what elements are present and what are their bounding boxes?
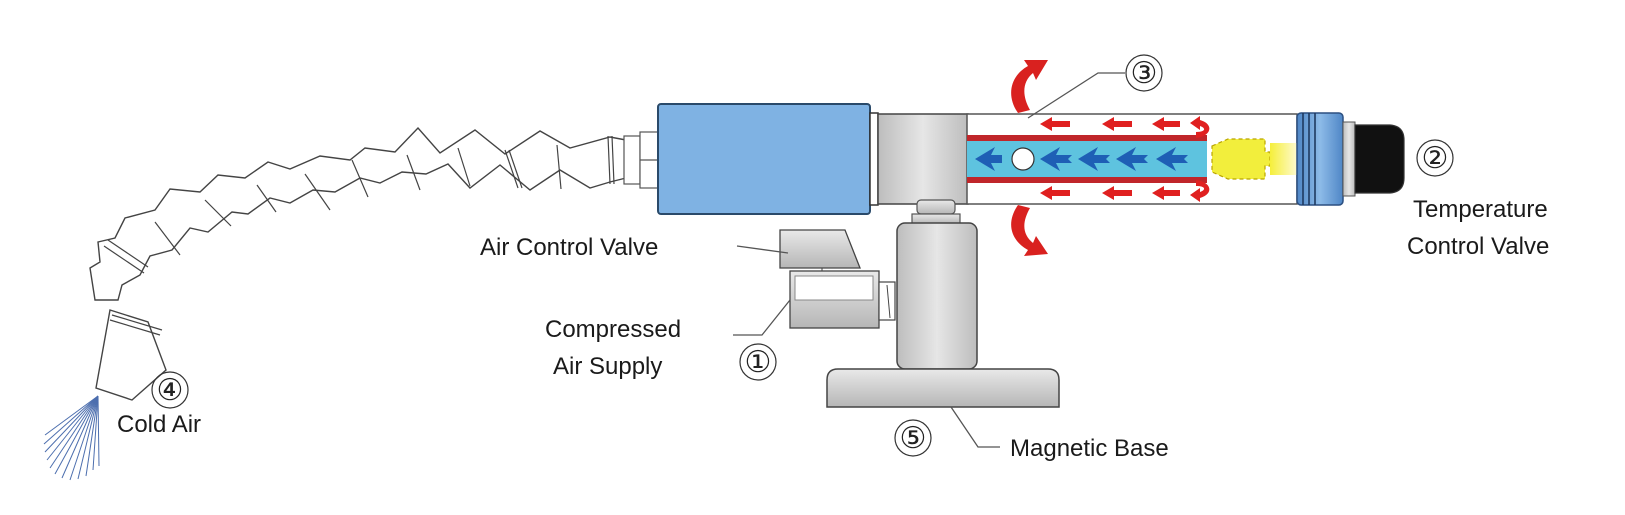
leader-hot-exhaust	[1027, 72, 1125, 119]
label-cold-air: Cold Air	[117, 411, 201, 438]
vortex-generator-block	[877, 113, 969, 205]
callout-4-number: ④	[157, 374, 184, 407]
label-compressed-line1: Compressed	[545, 316, 681, 343]
callout-2: ②	[1416, 139, 1454, 177]
callout-2-number: ②	[1422, 142, 1449, 175]
magnetic-base	[826, 368, 1060, 408]
leader-lines	[733, 72, 1125, 448]
flexible-hose	[89, 126, 627, 301]
callout-4: ④	[151, 371, 189, 409]
label-temperature-line2: Control Valve	[1407, 233, 1549, 260]
leader-magnetic-base	[950, 406, 1000, 448]
label-air-control-valve: Air Control Valve	[480, 234, 658, 261]
cold-muffler	[657, 103, 871, 215]
vortex-chamber-hole	[1011, 147, 1035, 171]
hot-air-exhaust-arrows	[1011, 60, 1048, 256]
temperature-valve-cap	[1296, 112, 1405, 206]
callout-3: ③	[1125, 54, 1163, 92]
hose-fitting	[623, 131, 659, 189]
label-magnetic-base: Magnetic Base	[1010, 435, 1169, 462]
compressed-air-inlet	[789, 270, 896, 329]
cold-air-nozzle	[95, 309, 167, 401]
callout-1: ①	[739, 343, 777, 381]
temperature-valve-cone	[1211, 138, 1300, 180]
muffler-flange	[869, 112, 879, 206]
callout-3-number: ③	[1131, 57, 1158, 90]
magnetic-base-assembly	[826, 199, 1060, 408]
air-control-valve	[779, 229, 861, 272]
callout-1-number: ①	[745, 346, 772, 379]
leader-air-control-valve	[736, 245, 789, 254]
callout-5-number: ⑤	[900, 422, 927, 455]
stand-column	[896, 222, 978, 370]
label-compressed-line2: Air Supply	[553, 353, 662, 380]
label-temperature-line1: Temperature	[1413, 196, 1548, 223]
hot-flow-arrows	[1040, 116, 1210, 202]
cold-flow-arrows	[975, 147, 1188, 171]
callout-5: ⑤	[894, 419, 932, 457]
cold-air-spray	[43, 395, 100, 481]
leader-compressed-air	[733, 299, 791, 336]
